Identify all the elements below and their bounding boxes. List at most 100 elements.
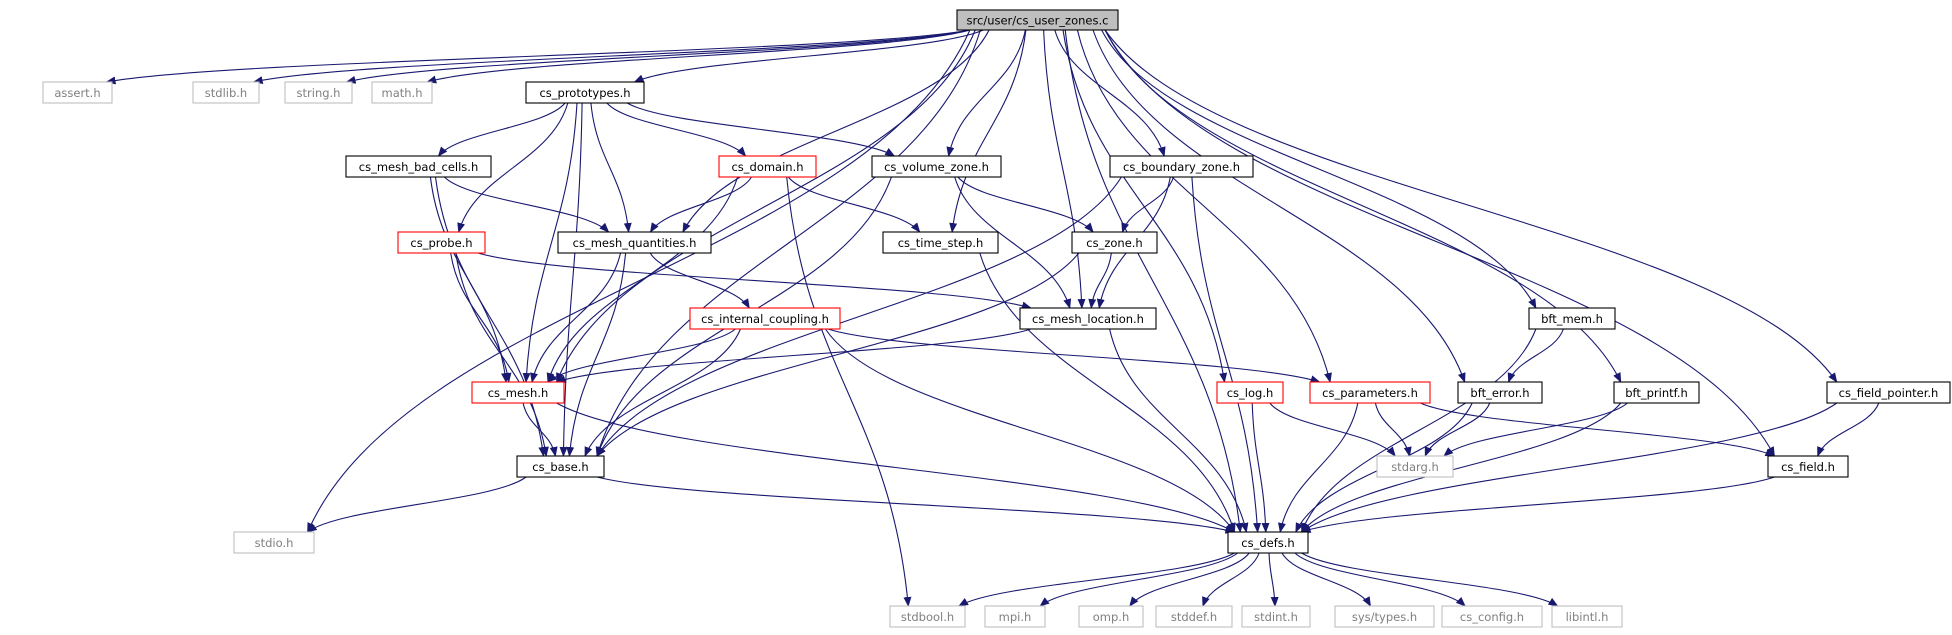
node-label-stdarg: stdarg.h	[1391, 460, 1439, 474]
node-box-stdint	[1241, 605, 1311, 628]
node-label-mpi: mpi.h	[999, 610, 1032, 624]
edge-cs_mesh-to-cs_base	[522, 402, 558, 457]
edge-cs_volume_zone-to-cs_zone	[957, 176, 1094, 233]
node-cs_mesh[interactable]: cs_mesh.h	[471, 381, 565, 404]
node-cs_field_pointer[interactable]: cs_field_pointer.h	[1826, 381, 1951, 404]
edge-root-to-cs_field_pointer	[1104, 29, 1838, 383]
edge-root-to-cs_boundary_zone	[1054, 29, 1166, 157]
node-label-stdbool: stdbool.h	[901, 610, 954, 624]
edge-cs_log-to-stdarg	[1269, 402, 1396, 457]
node-cs_volume_zone[interactable]: cs_volume_zone.h	[871, 155, 1002, 178]
node-box-cs_mesh_location	[1019, 307, 1157, 330]
node-box-cs_mesh	[471, 381, 565, 404]
node-omp: omp.h	[1078, 605, 1144, 628]
node-label-bft_error: bft_error.h	[1470, 386, 1529, 400]
node-label-cs_mesh_location: cs_mesh_location.h	[1032, 312, 1144, 326]
node-box-cs_log	[1216, 381, 1284, 404]
node-label-cs_defs: cs_defs.h	[1241, 536, 1294, 550]
edge-cs_prototypes-to-cs_mesh_quantities	[590, 102, 632, 233]
edge-cs_prototypes-to-cs_volume_zone	[626, 102, 896, 157]
node-mpi: mpi.h	[984, 605, 1046, 628]
node-box-cs_config	[1441, 605, 1543, 628]
edge-cs_mesh_bad_cells-to-cs_mesh_quantities	[444, 176, 610, 233]
node-bft_mem[interactable]: bft_mem.h	[1528, 307, 1616, 330]
node-box-bft_printf	[1613, 381, 1700, 404]
node-cs_log[interactable]: cs_log.h	[1216, 381, 1284, 404]
edge-bft_error-to-stdarg	[1424, 402, 1491, 457]
node-cs_base[interactable]: cs_base.h	[516, 455, 605, 478]
edge-root-to-cs_field	[1104, 29, 1775, 457]
node-cs_prototypes[interactable]: cs_prototypes.h	[525, 81, 645, 104]
node-stddef: stddef.h	[1155, 605, 1233, 628]
edge-cs_parameters-to-cs_defs	[1278, 402, 1359, 533]
node-stdarg: stdarg.h	[1376, 455, 1454, 478]
edge-root-to-cs_mesh_location	[1043, 29, 1086, 309]
edge-cs_time_step-to-cs_defs	[979, 252, 1236, 533]
node-cs_config: cs_config.h	[1441, 605, 1543, 628]
edge-root-to-cs_mesh_quantities	[682, 29, 990, 233]
node-cs_parameters[interactable]: cs_parameters.h	[1309, 381, 1431, 404]
edge-cs_field-to-cs_defs	[1300, 476, 1775, 533]
node-label-cs_zone: cs_zone.h	[1086, 236, 1142, 250]
edge-bft_printf-to-cs_defs	[1300, 402, 1622, 533]
node-cs_defs[interactable]: cs_defs.h	[1227, 531, 1309, 554]
node-box-stdbool	[889, 605, 966, 628]
node-box-bft_error	[1457, 381, 1543, 404]
node-box-cs_internal_coupling	[689, 307, 841, 330]
node-box-libintl	[1551, 605, 1623, 628]
node-box-stddef	[1155, 605, 1233, 628]
edge-cs_defs-to-stddef	[1202, 552, 1260, 607]
node-cs_boundary_zone[interactable]: cs_boundary_zone.h	[1109, 155, 1254, 178]
node-cs_field[interactable]: cs_field.h	[1767, 455, 1849, 478]
edge-root-to-cs_prototypes	[633, 29, 984, 83]
edge-cs_boundary_zone-to-cs_base	[596, 176, 1122, 457]
node-label-cs_mesh: cs_mesh.h	[488, 386, 549, 400]
node-stdint: stdint.h	[1241, 605, 1311, 628]
edge-root-to-cs_mesh	[556, 29, 976, 383]
edge-cs_prototypes-to-cs_probe	[457, 102, 569, 233]
node-cs_mesh_quantities[interactable]: cs_mesh_quantities.h	[557, 231, 712, 254]
edge-cs_mesh_location-to-cs_defs	[1109, 328, 1249, 533]
node-label-cs_config: cs_config.h	[1460, 610, 1524, 624]
node-cs_probe[interactable]: cs_probe.h	[397, 231, 486, 254]
node-box-omp	[1078, 605, 1144, 628]
node-cs_zone[interactable]: cs_zone.h	[1071, 231, 1158, 254]
node-label-cs_field_pointer: cs_field_pointer.h	[1839, 386, 1939, 400]
node-string: string.h	[284, 81, 353, 104]
node-label-cs_mesh_bad_cells: cs_mesh_bad_cells.h	[359, 160, 479, 174]
edge-cs_domain-to-cs_mesh	[546, 176, 739, 383]
node-label-libintl: libintl.h	[1566, 610, 1609, 624]
node-box-root	[956, 9, 1119, 31]
edge-cs_probe-to-cs_mesh_location	[477, 252, 1032, 310]
edge-cs_domain-to-stdbool	[786, 176, 912, 607]
edge-root-to-math	[426, 29, 971, 84]
edge-cs_defs-to-omp	[1129, 552, 1250, 607]
edge-cs_field_pointer-to-cs_field	[1817, 402, 1880, 457]
edge-cs_base-to-stdio	[306, 476, 527, 533]
node-label-cs_boundary_zone: cs_boundary_zone.h	[1123, 160, 1240, 174]
node-cs_time_step[interactable]: cs_time_step.h	[882, 231, 999, 254]
node-cs_mesh_location[interactable]: cs_mesh_location.h	[1019, 307, 1157, 330]
edge-root-to-stdio	[307, 29, 971, 533]
edge-root-to-cs_volume_zone	[946, 29, 1026, 157]
edge-root-to-cs_log	[1062, 29, 1228, 383]
edge-root-to-cs_time_step	[949, 29, 1027, 233]
node-bft_printf[interactable]: bft_printf.h	[1613, 381, 1700, 404]
edge-cs_base-to-cs_defs	[596, 476, 1236, 534]
node-root[interactable]: src/user/cs_user_zones.c	[956, 9, 1119, 31]
node-label-cs_time_step: cs_time_step.h	[898, 236, 984, 250]
node-sys_types: sys/types.h	[1334, 605, 1435, 628]
node-box-bft_mem	[1528, 307, 1616, 330]
edge-root-to-string	[345, 29, 971, 84]
node-bft_error[interactable]: bft_error.h	[1457, 381, 1543, 404]
edge-root-to-bft_error	[1092, 29, 1466, 383]
node-cs_mesh_bad_cells[interactable]: cs_mesh_bad_cells.h	[345, 155, 492, 178]
edge-root-to-cs_defs	[1064, 29, 1244, 533]
node-cs_internal_coupling[interactable]: cs_internal_coupling.h	[689, 307, 841, 330]
edge-cs_mesh_quantities-to-cs_base	[566, 252, 627, 457]
node-cs_domain[interactable]: cs_domain.h	[718, 155, 817, 178]
node-box-cs_time_step	[882, 231, 999, 254]
edge-cs_domain-to-cs_time_step	[787, 176, 921, 233]
edge-cs_internal_coupling-to-cs_base	[584, 328, 742, 457]
